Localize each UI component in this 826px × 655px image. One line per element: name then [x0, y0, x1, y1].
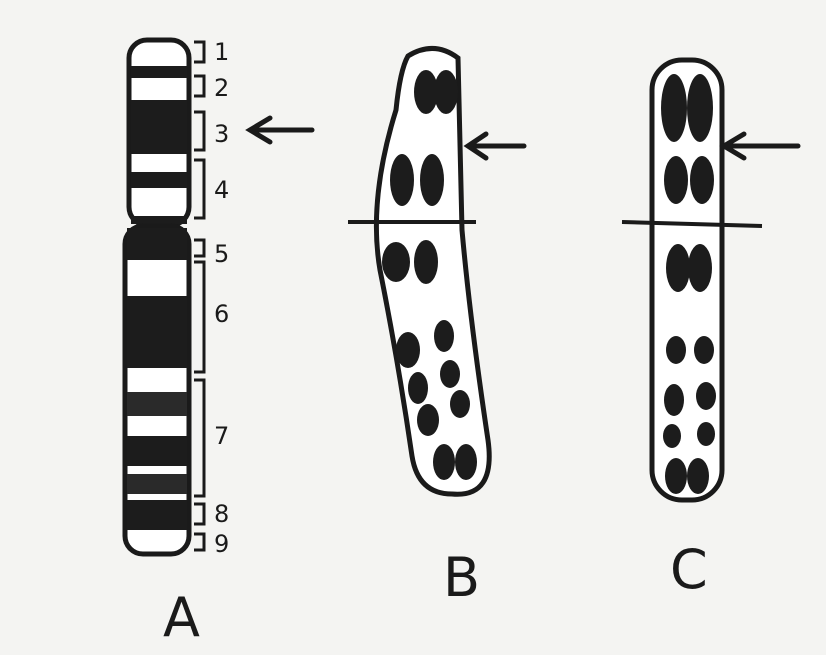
arrow-icon [468, 134, 524, 158]
band-label-1: 1 [214, 38, 229, 66]
band-label-9: 9 [214, 530, 229, 558]
band-brackets [194, 42, 204, 550]
band-centromere-top [131, 216, 187, 224]
panel-label-a: A [163, 586, 200, 649]
band-5 [127, 228, 187, 260]
band-label-4: 4 [214, 176, 229, 204]
panel-label-c: C [670, 538, 708, 601]
band-label-6: 6 [214, 300, 229, 328]
panel-label-b: B [443, 546, 480, 609]
centromere-line-c [622, 222, 762, 226]
arrow-icon [724, 134, 798, 158]
band-label-3: 3 [214, 120, 229, 148]
band-8 [127, 500, 187, 530]
arrow-icon [250, 118, 312, 142]
band-1 [131, 66, 187, 78]
band-7c [127, 474, 187, 494]
chromosome-a: 1 2 3 4 5 6 7 8 9 [125, 38, 229, 558]
band-label-2: 2 [214, 74, 229, 102]
band-3 [131, 100, 187, 154]
band-6 [127, 296, 187, 368]
band-label-7: 7 [214, 422, 229, 450]
band-7a [127, 392, 187, 416]
band-4 [131, 172, 187, 188]
band-label-8: 8 [214, 500, 229, 528]
chromosome-b [348, 48, 489, 494]
band-7b [127, 436, 187, 466]
band-label-5: 5 [214, 240, 229, 268]
chromosome-c [622, 60, 762, 500]
